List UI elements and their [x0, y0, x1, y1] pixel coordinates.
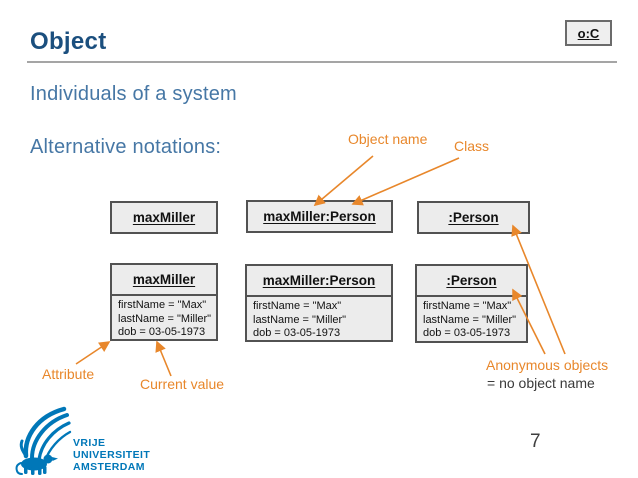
- arrow-current-value: [155, 340, 172, 377]
- label-current-value: Current value: [140, 376, 225, 392]
- arrow-class: [351, 157, 460, 206]
- object-box-maxmiller-person: maxMiller:Person: [246, 200, 393, 233]
- object-box-header: :Person: [446, 273, 497, 288]
- object-box-attributes: firstName = "Max" lastName = "Miller" do…: [112, 294, 216, 340]
- label-class: Class: [454, 138, 490, 154]
- label-object-name: Object name: [348, 131, 428, 147]
- vu-logo-line3: AMSTERDAM: [73, 461, 145, 473]
- corner-badge: o:C: [565, 20, 612, 46]
- object-box-header: maxMiller: [132, 210, 196, 225]
- vu-logo-griffin-icon: [15, 406, 72, 475]
- arrow-attribute: [75, 341, 111, 365]
- subtitle-individuals: Individuals of a system: [30, 83, 237, 105]
- object-box-header: maxMiller:Person: [262, 273, 376, 288]
- attribute-line: lastName = "Miller": [253, 313, 347, 326]
- attribute-line: dob = 03-05-1973: [253, 327, 341, 339]
- object-box-anonymous-person: :Person: [417, 201, 530, 234]
- vu-logo-line2: UNIVERSITEIT: [73, 449, 151, 461]
- attribute-line: firstName = "Max": [253, 300, 342, 312]
- label-anonymous-objects: Anonymous objects: [486, 357, 609, 373]
- arrow-object-name: [313, 155, 374, 207]
- object-box-anonymous-person-attrs: :Person firstName = "Max" lastName = "Mi…: [415, 264, 528, 343]
- object-box-attributes: firstName = "Max" lastName = "Miller" do…: [417, 295, 526, 341]
- attribute-line: firstName = "Max": [118, 299, 207, 311]
- object-box-header: :Person: [448, 210, 499, 225]
- attribute-line: lastName = "Miller": [118, 312, 212, 325]
- attribute-line: dob = 03-05-1973: [423, 327, 511, 339]
- label-attribute: Attribute: [42, 366, 95, 382]
- vu-logo-text: VRIJE UNIVERSITEIT AMSTERDAM: [73, 437, 150, 473]
- title-underline: [27, 61, 617, 63]
- object-box-attributes: firstName = "Max" lastName = "Miller" do…: [247, 295, 391, 341]
- object-box-header: maxMiller:Person: [263, 209, 376, 224]
- object-box-maxmiller: maxMiller: [110, 201, 218, 234]
- subtitle-alternative-notations: Alternative notations:: [30, 136, 222, 158]
- label-no-object-name: = no object name: [487, 375, 595, 391]
- attribute-line: firstName = "Max": [423, 300, 512, 312]
- object-box-maxmiller-person-attrs: maxMiller:Person firstName = "Max" lastN…: [245, 264, 393, 342]
- attribute-line: dob = 03-05-1973: [118, 326, 206, 338]
- page-title: Object: [30, 28, 107, 55]
- attribute-line: lastName = "Miller": [423, 313, 517, 326]
- object-box-header: maxMiller: [132, 272, 196, 287]
- page-number: 7: [530, 431, 541, 452]
- object-box-maxmiller-attrs: maxMiller firstName = "Max" lastName = "…: [110, 263, 218, 341]
- vu-logo-line1: VRIJE: [73, 437, 106, 449]
